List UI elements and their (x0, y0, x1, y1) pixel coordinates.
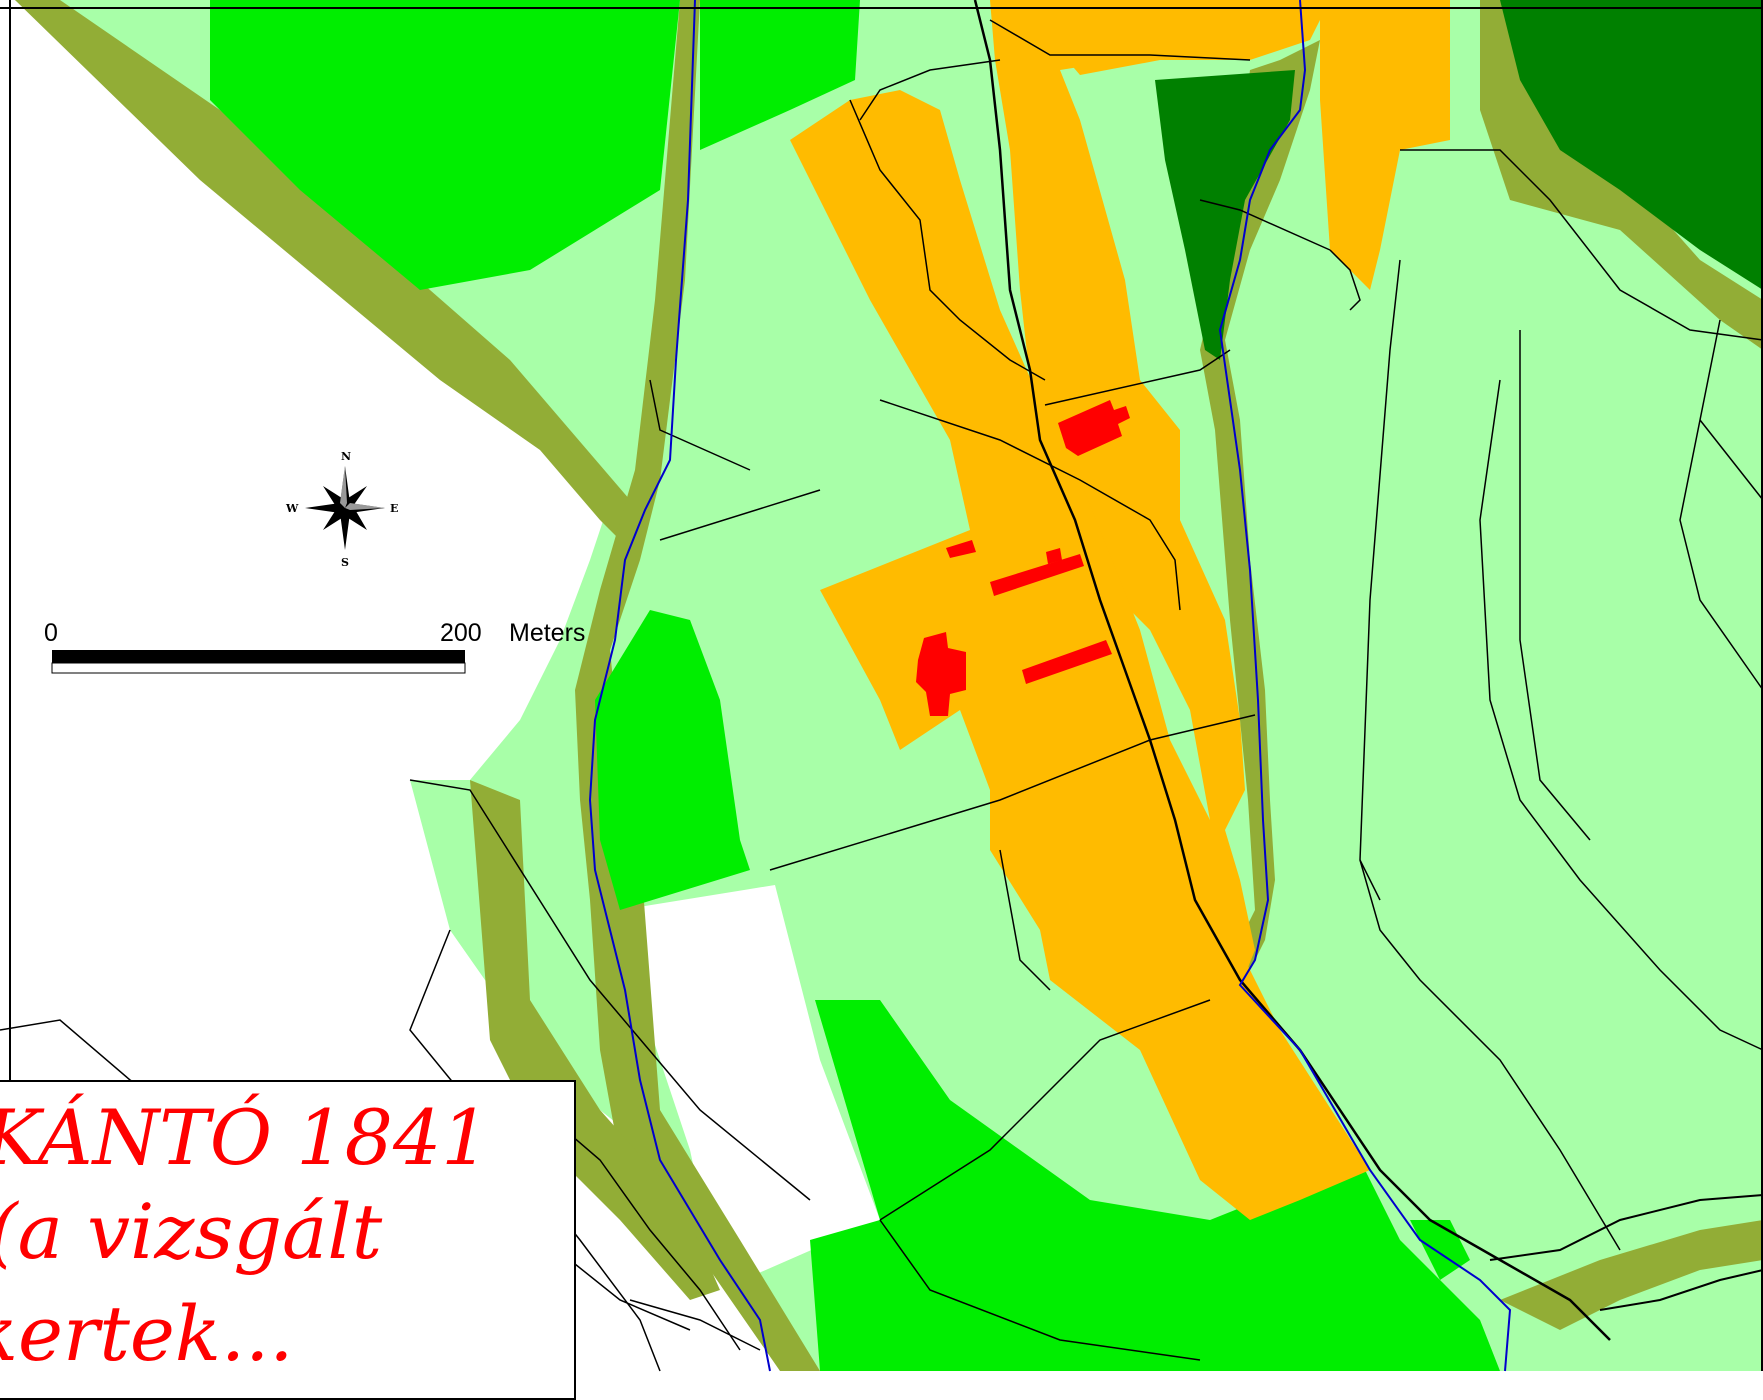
title-line-3: kertek... (0, 1289, 294, 1378)
building-manor (916, 632, 966, 716)
scale-start-label: 0 (44, 619, 58, 647)
compass-highlight (340, 466, 347, 508)
unmapped-area-center (620, 885, 880, 1290)
road-east-branch (1489, 1194, 1763, 1261)
olive-strip-stream-west (575, 0, 820, 1371)
building-long-1 (990, 554, 1084, 596)
buildings (916, 400, 1130, 716)
title-box: KÁNTÓ 1841 (a vizsgált kertek... (0, 1080, 576, 1400)
stream-west (588, 0, 771, 1372)
forest-west-center (595, 610, 750, 910)
north-arrow: N S E W (285, 450, 398, 569)
title-line-2: (a vizsgált (0, 1187, 383, 1276)
road-southeast (1599, 1269, 1763, 1311)
settlement-north-arm (1050, 0, 1330, 75)
scale-end-label: 200 (440, 619, 482, 647)
compass-w: W (285, 502, 299, 515)
building-small-west (946, 540, 976, 558)
scale-bar: 0 200 Meters (44, 619, 585, 674)
main-road (973, 0, 1611, 1341)
olive-strip-northwest (15, 0, 630, 540)
scale-bar-black (52, 650, 465, 663)
dark-forest-northeast (1500, 0, 1763, 290)
compass-highlight-east (345, 503, 385, 510)
parcel-lines (0, 19, 1763, 1372)
olive-strip-stream-south (470, 780, 720, 1300)
unmapped-area-west (0, 0, 780, 1371)
settlement-northeast (1320, 0, 1450, 290)
olive-strip-southeast (1500, 1220, 1763, 1330)
compass-n: N (341, 450, 351, 463)
scale-unit-label: Meters (509, 619, 585, 647)
building-long-2 (1022, 640, 1112, 684)
scale-bar-white (51, 662, 466, 674)
forest-north-center (700, 0, 860, 150)
building-church (1058, 400, 1130, 456)
compass-e: E (390, 502, 398, 515)
dark-forest-center (1155, 70, 1295, 360)
stream-east (1218, 0, 1512, 1372)
title-line-1: KÁNTÓ 1841 (0, 1093, 490, 1182)
compass-s: S (341, 556, 349, 569)
building-long-1-annex (1046, 548, 1062, 564)
forest-south (810, 1000, 1500, 1371)
forest-north (210, 0, 680, 290)
